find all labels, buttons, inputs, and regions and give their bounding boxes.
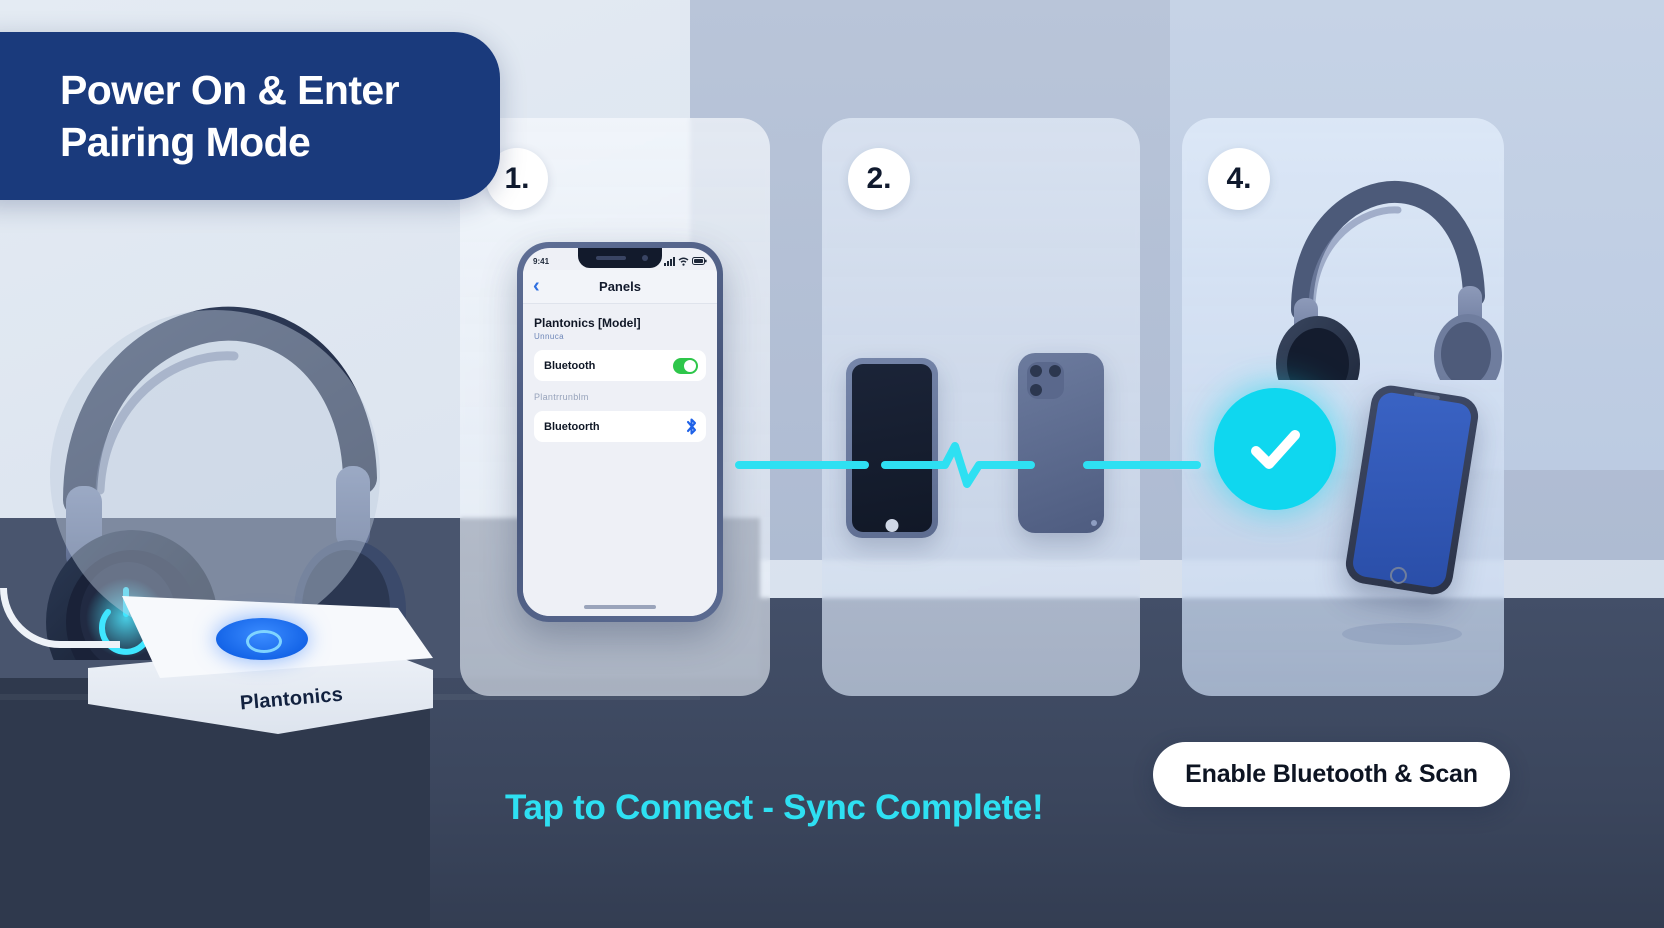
settings-list: Plantonics [Model] Unnuca Bluetooth Plan…: [523, 304, 717, 616]
status-bar: 9:41: [523, 248, 717, 270]
front-camera-icon: [642, 255, 648, 261]
row-label: Bluetoorth: [544, 420, 600, 433]
charging-base: Plantonics: [0, 588, 433, 744]
status-time: 9:41: [533, 256, 550, 266]
signal-icon: [664, 256, 675, 266]
enable-bluetooth-scan-button[interactable]: Enable Bluetooth & Scan: [1153, 742, 1510, 807]
headphones-small-icon: [1276, 180, 1502, 380]
section-label: Plantrrunblm: [534, 392, 589, 402]
device-drop-shadow: [1342, 623, 1462, 645]
row-label: Bluetooth: [544, 359, 596, 372]
nav-title: Panels: [599, 279, 641, 294]
step-panel-1: 1. 9:41: [460, 118, 770, 696]
source-device-mockup[interactable]: [846, 358, 938, 538]
battery-icon: [692, 257, 707, 265]
source-device-screen: [852, 364, 932, 532]
status-icons: [664, 256, 707, 266]
phone-screen: 9:41: [523, 248, 717, 616]
device-subtitle: Unnuca: [534, 332, 564, 341]
step-panel-4: 4.: [1182, 118, 1504, 696]
sync-caption: Tap to Connect - Sync Complete!: [505, 788, 1044, 827]
target-device-mockup[interactable]: [1018, 353, 1104, 533]
paired-phone-screen: [1351, 390, 1473, 590]
camera-module-icon: [1027, 362, 1064, 399]
success-check-badge: [1214, 388, 1336, 510]
connection-pulse-line: [735, 442, 1201, 488]
phone-mockup[interactable]: 9:41: [517, 242, 723, 622]
check-icon: [1251, 430, 1300, 469]
step-panel-2: 2.: [822, 118, 1140, 696]
settings-row-bluetooth-device[interactable]: Bluetoorth: [534, 411, 706, 442]
paired-phone-mockup[interactable]: [1343, 382, 1481, 598]
headphones-icon: [46, 306, 406, 714]
charging-pad-indicator: [216, 618, 308, 660]
phone-notch: [578, 248, 662, 268]
wifi-icon: [678, 257, 689, 266]
hero-backdrop-circle: [50, 310, 380, 640]
bluetooth-toggle[interactable]: [673, 357, 698, 374]
title-line-1: Power On & Enter: [60, 66, 400, 113]
device-name: Plantonics [Model]: [534, 316, 641, 330]
step-badge-2: 2.: [848, 148, 910, 210]
step-badge-4: 4.: [1208, 148, 1270, 210]
bluetooth-icon[interactable]: [685, 417, 698, 436]
headphones-hero: [20, 300, 420, 714]
title-line-2: Pairing Mode: [60, 119, 311, 165]
home-indicator: [584, 605, 656, 609]
cta-label: Enable Bluetooth & Scan: [1185, 760, 1478, 788]
home-button-icon: [885, 519, 899, 532]
back-chevron-icon[interactable]: ‹: [533, 275, 540, 297]
phone-nav-bar: ‹ Panels: [523, 270, 717, 304]
title-banner: Power On & Enter Pairing Mode: [0, 32, 500, 200]
settings-row-bluetooth[interactable]: Bluetooth: [534, 350, 706, 381]
earpiece-speaker-icon: [596, 256, 626, 260]
camera-flash-icon: [1091, 520, 1097, 526]
